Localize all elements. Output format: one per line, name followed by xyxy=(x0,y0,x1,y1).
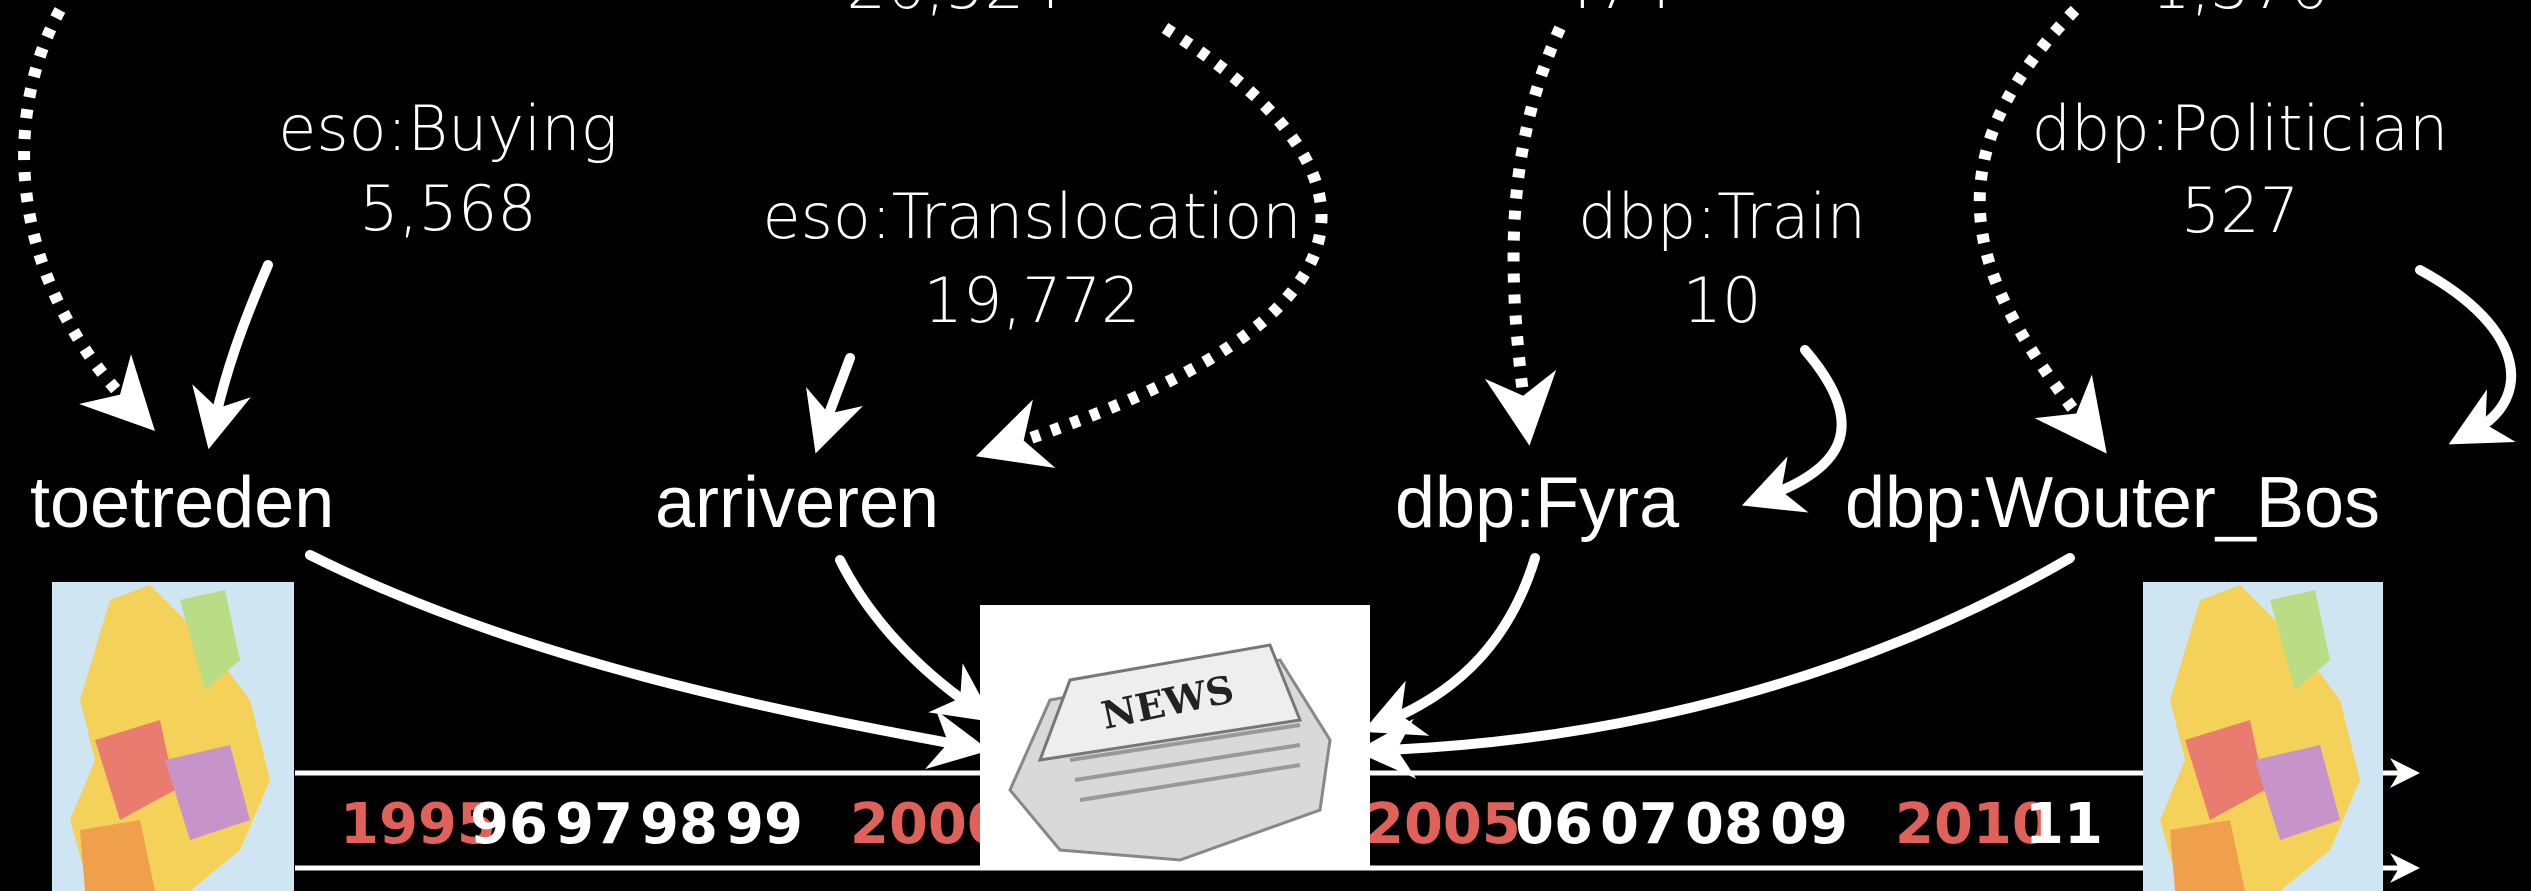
dotted-arrow-fyra xyxy=(1484,25,1566,446)
politician-label: dbp:Politician xyxy=(2032,92,2449,165)
timeline-year: 2010 xyxy=(1895,792,2051,857)
europe-map-right xyxy=(2143,582,2383,891)
timeline-year: 1995 xyxy=(340,792,496,857)
timeline-year: 97 xyxy=(555,792,633,857)
dotted-arrow-wouter-bos xyxy=(1973,5,2107,454)
solid-arrow-buying xyxy=(192,260,273,450)
arrow-arriveren-news xyxy=(835,555,995,723)
node-wouter-bos: dbp:Wouter_Bos xyxy=(1845,463,2380,543)
dotted-arrow-arriveren xyxy=(975,22,1328,468)
translocation-label: eso:Translocation xyxy=(762,180,1301,253)
timeline-year: 96 xyxy=(470,792,548,857)
top-right-count: 1,376 xyxy=(2151,0,2329,23)
node-fyra: dbp:Fyra xyxy=(1395,463,1680,543)
timeline-year: 06 xyxy=(1515,792,1593,857)
top-left-count: 26,524 xyxy=(847,0,1064,23)
train-label: dbp:Train xyxy=(1578,180,1866,253)
europe-map-left xyxy=(52,582,294,891)
buying-label: eso:Buying xyxy=(278,92,618,165)
top-mid-count: 474 xyxy=(1556,0,1674,23)
timeline-year: 08 xyxy=(1685,792,1763,857)
politician-count: 527 xyxy=(2181,174,2299,247)
arrow-fyra-news xyxy=(1362,553,1540,736)
timeline-year: 09 xyxy=(1770,792,1848,857)
timeline-year: 2005 xyxy=(1365,792,1521,857)
timeline-year: 99 xyxy=(725,792,803,857)
node-toetreden: toetreden xyxy=(30,463,334,543)
solid-arrow-translocation xyxy=(806,353,863,454)
timeline-year: 11 xyxy=(2025,792,2103,857)
newspaper-image: NEWS xyxy=(980,605,1370,870)
node-arriveren: arriveren xyxy=(655,463,939,543)
dotted-arrow-toetreden xyxy=(18,7,155,431)
timeline-year: 98 xyxy=(640,792,718,857)
buying-count: 5,568 xyxy=(359,172,537,245)
solid-arrow-politician xyxy=(2415,265,2517,445)
solid-arrow-train xyxy=(1741,345,1847,513)
train-count: 10 xyxy=(1683,264,1762,337)
timeline-year: 2000 xyxy=(850,792,1006,857)
arrow-toetreden-news xyxy=(305,550,990,770)
arrow-wouter-bos-news xyxy=(1355,553,2075,779)
timeline-year: 07 xyxy=(1600,792,1678,857)
translocation-count: 19,772 xyxy=(924,264,1141,337)
